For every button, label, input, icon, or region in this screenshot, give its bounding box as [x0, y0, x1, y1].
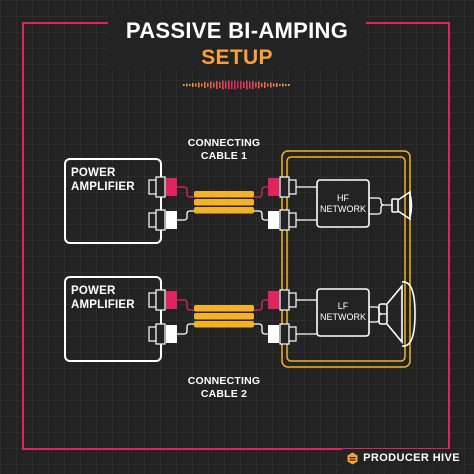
waveform-bar — [234, 80, 236, 90]
waveform-bar — [258, 81, 260, 89]
waveform-bar — [261, 83, 263, 87]
amplifier-2-label: POWER AMPLIFIER — [71, 284, 135, 312]
amp-2-positive-terminal — [148, 289, 177, 311]
lf-network-label-line2: NETWORK — [320, 312, 366, 322]
power-amplifier-1-box — [64, 158, 162, 244]
waveform-bar — [243, 82, 245, 88]
hf-network-label: HF NETWORK — [316, 193, 370, 215]
waveform-bar — [255, 82, 257, 88]
waveform-bar — [252, 81, 254, 89]
speaker-hf-positive-terminal — [268, 176, 297, 198]
waveform-bar — [204, 82, 206, 88]
waveform-bar — [264, 82, 266, 88]
page-title: PASSIVE BI-AMPING — [125, 18, 349, 43]
waveform-bar — [189, 84, 191, 86]
waveform-icon — [183, 80, 290, 90]
cable-1-label-line2: CABLE 1 — [200, 150, 248, 162]
internal-wiring — [296, 186, 317, 335]
speaker-enclosure-inner — [286, 156, 406, 362]
waveform-bar — [240, 81, 242, 89]
speaker-enclosure-outer — [281, 150, 411, 368]
speaker-hf-negative-terminal — [268, 209, 297, 231]
amplifier-1-label: POWER AMPLIFIER — [71, 166, 135, 194]
waveform-bar — [285, 84, 287, 86]
waveform-bar — [216, 81, 218, 89]
waveform-bar — [237, 81, 239, 89]
waveform-bar — [228, 80, 230, 90]
amplifier-1-label-line2: AMPLIFIER — [71, 181, 135, 193]
cable-1-wires — [177, 186, 268, 221]
waveform-bar — [231, 81, 233, 89]
waveform-bar — [207, 83, 209, 87]
waveform-bar — [210, 81, 212, 89]
cable-1-label: CONNECTING CABLE 1 — [164, 137, 284, 163]
waveform-bar — [270, 82, 272, 88]
lf-network-label: LF NETWORK — [316, 301, 370, 323]
waveform-bar — [198, 82, 200, 88]
waveform-bar — [186, 83, 188, 87]
amplifier-2-label-line2: AMPLIFIER — [71, 299, 135, 311]
woofer-icon — [378, 281, 416, 347]
power-amplifier-2-box — [64, 276, 162, 362]
title-backdrop — [108, 14, 366, 70]
waveform-bar — [282, 83, 284, 87]
brand-name: PRODUCER HIVE — [363, 452, 460, 464]
waveform-bar — [249, 81, 251, 89]
lf-network-label-line1: LF — [337, 301, 349, 311]
hf-network-label-line1: HF — [337, 193, 349, 203]
connecting-cable-2 — [194, 305, 254, 328]
waveform-bar — [213, 82, 215, 88]
waveform-bar — [192, 83, 194, 87]
cable-2-label: CONNECTING CABLE 2 — [164, 375, 284, 401]
amp-2-negative-terminal — [148, 323, 177, 345]
waveform-bar — [279, 84, 281, 86]
connecting-cable-1 — [194, 191, 254, 214]
waveform-bar — [201, 83, 203, 87]
speaker-lf-positive-terminal — [268, 289, 297, 311]
waveform-bar — [183, 84, 185, 86]
waveform-bar — [273, 83, 275, 87]
hive-icon — [347, 452, 358, 464]
cable-2-wires — [177, 299, 268, 335]
cable-2-label-line2: CABLE 2 — [200, 388, 248, 400]
waveform-bar — [267, 83, 269, 87]
waveform-bar — [288, 84, 290, 86]
amp-1-negative-terminal — [148, 209, 177, 231]
waveform-bar — [219, 82, 221, 88]
speaker-lf-negative-terminal — [268, 323, 297, 345]
cable-2-label-line1: CONNECTING — [187, 375, 261, 387]
hf-network-label-line2: NETWORK — [320, 204, 366, 214]
cable-1-label-line1: CONNECTING — [187, 137, 261, 149]
amp-1-positive-terminal — [148, 176, 177, 198]
brand-logo: PRODUCER HIVE — [342, 449, 464, 467]
waveform-bar — [195, 83, 197, 87]
waveform-bar — [246, 80, 248, 90]
amplifier-2-label-line1: POWER — [71, 285, 116, 297]
waveform-bar — [225, 81, 227, 89]
amplifier-1-label-line1: POWER — [71, 167, 116, 179]
waveform-bar — [276, 83, 278, 87]
waveform-bar — [222, 80, 224, 90]
lf-network-box — [316, 288, 370, 337]
page-subtitle: SETUP — [201, 46, 273, 69]
hf-network-box — [316, 179, 370, 228]
tweeter-icon — [391, 190, 413, 221]
